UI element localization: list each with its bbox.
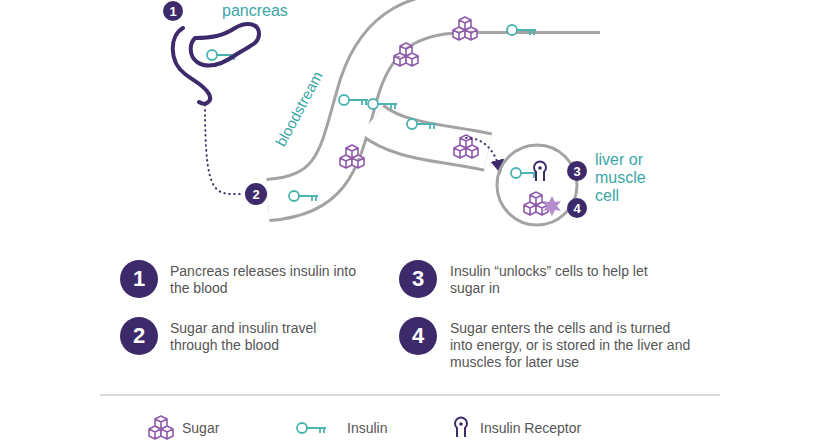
step-text: Insulin “unlocks” cells to help let suga…	[450, 263, 675, 297]
cell-circle: liver or muscle cell	[495, 143, 579, 227]
callout-number: 2	[120, 317, 158, 355]
dotted-connector	[205, 105, 242, 194]
callout-circle: 2	[245, 183, 267, 205]
node-label: pancreas	[222, 2, 288, 20]
node-label: 2	[245, 183, 267, 205]
callout-number: 4	[399, 317, 437, 355]
callout-number: 1	[120, 260, 158, 298]
insulin-receptor	[534, 162, 546, 181]
bloodstream-region: bloodstream	[280, 20, 470, 200]
legend-sugar-icon	[149, 416, 173, 439]
pancreas-organ: pancreas	[165, 14, 265, 109]
step-text: Pancreas releases insulin into the blood	[170, 263, 360, 297]
legend-insulin-icon	[297, 423, 326, 433]
node-label: liver or muscle cell	[595, 151, 661, 205]
dotted-connector	[466, 138, 500, 171]
callout-number: 3	[399, 260, 437, 298]
step-text: Sugar and insulin travel through the blo…	[170, 320, 360, 354]
insulin-key	[207, 25, 540, 201]
cell-membrane	[497, 145, 577, 225]
callout-number: 3	[567, 161, 587, 181]
callout-number: 1	[163, 1, 183, 21]
energy-star	[543, 196, 561, 216]
callout-number: 4	[567, 198, 587, 218]
legend-text: Sugar	[182, 420, 219, 437]
pancreas-outline	[165, 14, 265, 109]
legend-text: Insulin Receptor	[480, 420, 581, 437]
cell-outline	[495, 143, 579, 227]
legend-text: Insulin	[347, 420, 387, 437]
pancreas-shape	[173, 24, 259, 104]
sugar-cube	[340, 17, 548, 215]
legend-receptor-icon	[455, 418, 467, 437]
bloodstream-band	[268, 12, 600, 200]
step-text: Sugar enters the cells and is turned int…	[450, 320, 695, 371]
node-label: bloodstream	[272, 68, 327, 149]
divider	[100, 394, 720, 396]
